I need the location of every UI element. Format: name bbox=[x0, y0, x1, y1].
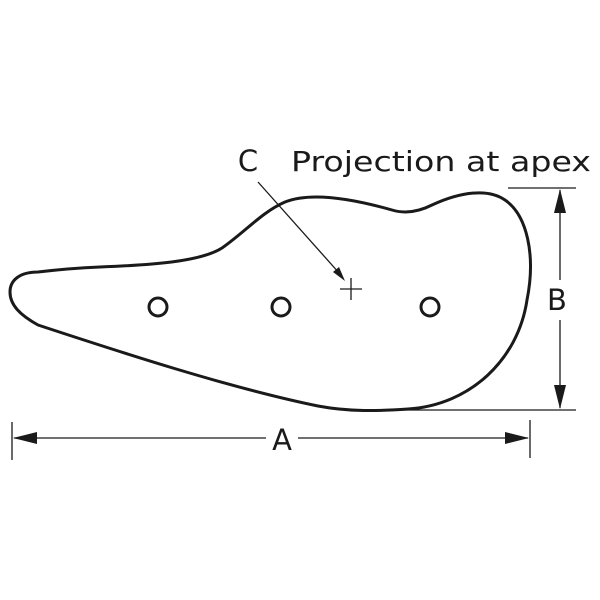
dimension-b bbox=[396, 187, 576, 411]
mounting-hole-1 bbox=[147, 296, 169, 318]
leader-arrow bbox=[257, 181, 345, 281]
dimension-a bbox=[11, 420, 531, 460]
dimension-b-arrow-bottom bbox=[554, 385, 566, 409]
share-outline bbox=[8, 191, 532, 413]
apex-crosshair-icon bbox=[340, 278, 362, 300]
annotation-text: Projection at apex bbox=[291, 145, 591, 178]
mounting-hole-2 bbox=[270, 296, 292, 318]
dimension-a-arrow-right bbox=[505, 432, 529, 444]
dimension-a-arrow-left bbox=[13, 432, 37, 444]
mounting-hole-3 bbox=[419, 296, 441, 318]
label-c: C bbox=[238, 144, 258, 178]
label-b: B bbox=[547, 283, 567, 317]
dimension-b-arrow-top bbox=[554, 189, 566, 213]
label-a: A bbox=[272, 423, 292, 457]
